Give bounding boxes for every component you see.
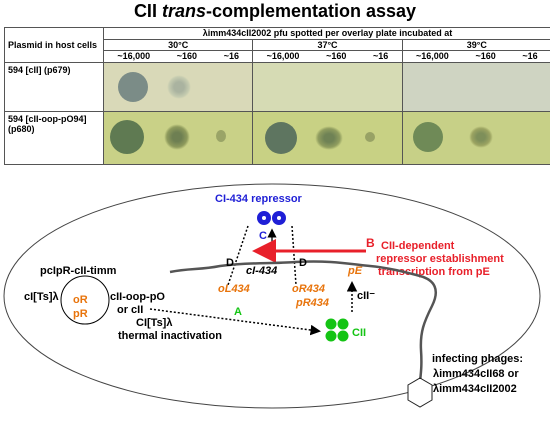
row-label-p680: 594 [cII-oop-pO94] (p680) [4, 111, 104, 165]
repressor-label: CI-434 repressor [215, 193, 303, 205]
label-a: A [234, 306, 242, 318]
repressor-dimer-icon [257, 211, 286, 225]
pr434-label: pR434 [295, 297, 329, 309]
plasmid-label: pcIpR-cII-timm [40, 265, 117, 277]
plate-39-p680 [401, 111, 550, 165]
plaque-spot [468, 126, 493, 148]
label-b: B [366, 236, 375, 250]
pe-label: pE [347, 265, 363, 277]
plaque-spot [412, 122, 443, 152]
host-cell-outline [3, 183, 541, 409]
plate-37-p679 [252, 62, 403, 112]
ci-ts2-label: CI[Ts]λ [136, 317, 172, 329]
label-c: C [259, 230, 267, 242]
or434-label: oR434 [292, 283, 325, 295]
or-cii-label: or cII [117, 304, 143, 316]
plaque-spot [365, 132, 376, 142]
ol434-label: oL434 [218, 283, 250, 295]
infecting-label-2: λimm434cII68 or [433, 368, 519, 380]
row-label-p679: 594 [cII] (p679) [4, 62, 104, 112]
assay-table: Plasmid in host cells λimm434cII2002 pfu… [4, 27, 550, 165]
plaque-spot [110, 120, 144, 154]
label-d-right: D [299, 257, 307, 269]
plate-30-p679 [102, 62, 254, 112]
cii-tetramer-icon [325, 318, 349, 342]
plaque-spot [167, 75, 191, 99]
phage-head-icon [407, 377, 433, 408]
pr-label: pR [73, 308, 88, 320]
infecting-label-1: infecting phages: [432, 353, 523, 365]
plasmid-circle [60, 275, 110, 325]
arrow-a [149, 308, 321, 336]
infecting-label-3: λimm434cII2002 [433, 383, 517, 395]
ci434-label: cI-434 [246, 265, 277, 277]
plaque-spot [164, 124, 190, 150]
plate-37-p680 [252, 111, 403, 165]
phage-dna-line [169, 260, 437, 383]
dotted-line-right [291, 225, 297, 286]
plaque-spot [315, 126, 344, 150]
plaque-spot [118, 72, 148, 102]
label-d-left: D [226, 257, 234, 269]
dotted-line-left [227, 225, 249, 286]
plate-30-p680 [102, 111, 254, 165]
page-title: CII trans-complementation assay [133, 1, 417, 21]
b-text-3: transcription from pE [378, 266, 490, 278]
or-label: oR [73, 294, 88, 306]
ci-ts-label: cI[Ts]λ [24, 291, 59, 303]
b-text-1: CII-dependent [381, 240, 455, 252]
cii-protein-label: CII [352, 327, 366, 339]
plaque-spot [265, 122, 298, 154]
plaque-spot [216, 130, 226, 142]
cii-minus-label: cII⁻ [357, 290, 375, 302]
plate-39-p679 [401, 62, 550, 112]
b-text-2: repressor establishment [376, 253, 504, 265]
cii-oop-po-label: cII-oop-pO [110, 291, 165, 303]
thermal-label: thermal inactivation [118, 330, 222, 342]
